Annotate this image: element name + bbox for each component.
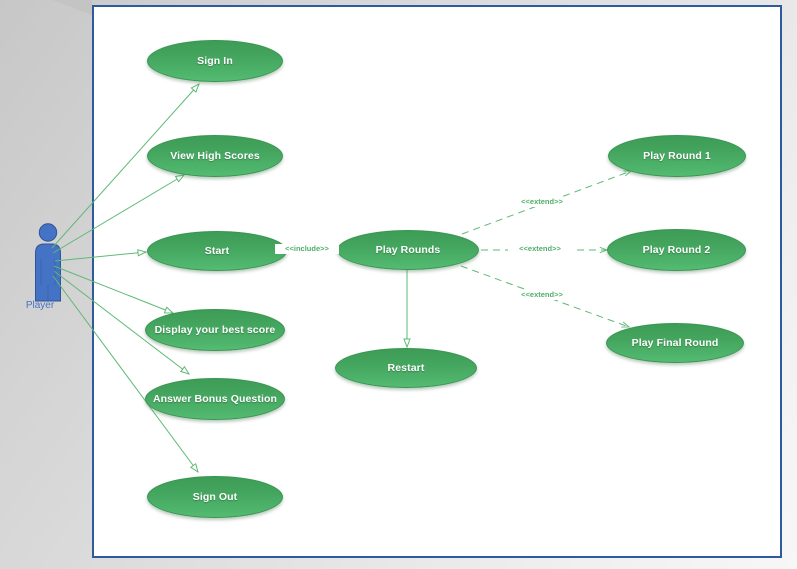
use-case-answer-bonus-question: Answer Bonus Question — [145, 378, 285, 420]
use-case-restart-label: Restart — [387, 362, 425, 374]
use-case-play-round-2: Play Round 2 — [607, 229, 746, 271]
use-case-sign-out-label: Sign Out — [192, 491, 238, 503]
use-case-play-round-2-label: Play Round 2 — [642, 244, 711, 256]
extend-label-play-final-round: <<extend>> — [510, 290, 574, 300]
use-case-view-high-scores-label: View High Scores — [170, 150, 260, 162]
use-case-sign-out: Sign Out — [147, 476, 283, 518]
use-case-play-rounds-label: Play Rounds — [375, 244, 441, 256]
extend-label-play-round-1: <<extend>> — [510, 197, 574, 207]
use-case-display-your-best-score: Display your best score — [145, 309, 285, 351]
include-label: <<include>> — [275, 244, 339, 254]
player-actor-icon — [35, 223, 61, 302]
use-case-play-rounds: Play Rounds — [337, 230, 479, 270]
use-case-view-high-scores: View High Scores — [147, 135, 283, 177]
use-case-play-round-1: Play Round 1 — [608, 135, 746, 177]
use-case-restart: Restart — [335, 348, 477, 388]
player-label: Player — [25, 300, 55, 311]
diagram-canvas — [92, 5, 782, 558]
use-case-display-your-best-score-label: Display your best score — [154, 324, 276, 336]
use-case-sign-in: Sign In — [147, 40, 283, 82]
use-case-play-round-1-label: Play Round 1 — [643, 150, 711, 162]
use-case-play-final-round-label: Play Final Round — [631, 337, 719, 349]
use-case-play-final-round: Play Final Round — [606, 323, 744, 363]
use-case-start: Start — [147, 231, 287, 271]
use-case-start-label: Start — [204, 245, 230, 257]
use-case-sign-in-label: Sign In — [197, 55, 233, 67]
extend-label-play-round-2: <<extend>> — [508, 244, 572, 254]
use-case-answer-bonus-question-label: Answer Bonus Question — [152, 393, 278, 405]
page-corner-shade — [52, 0, 92, 15]
